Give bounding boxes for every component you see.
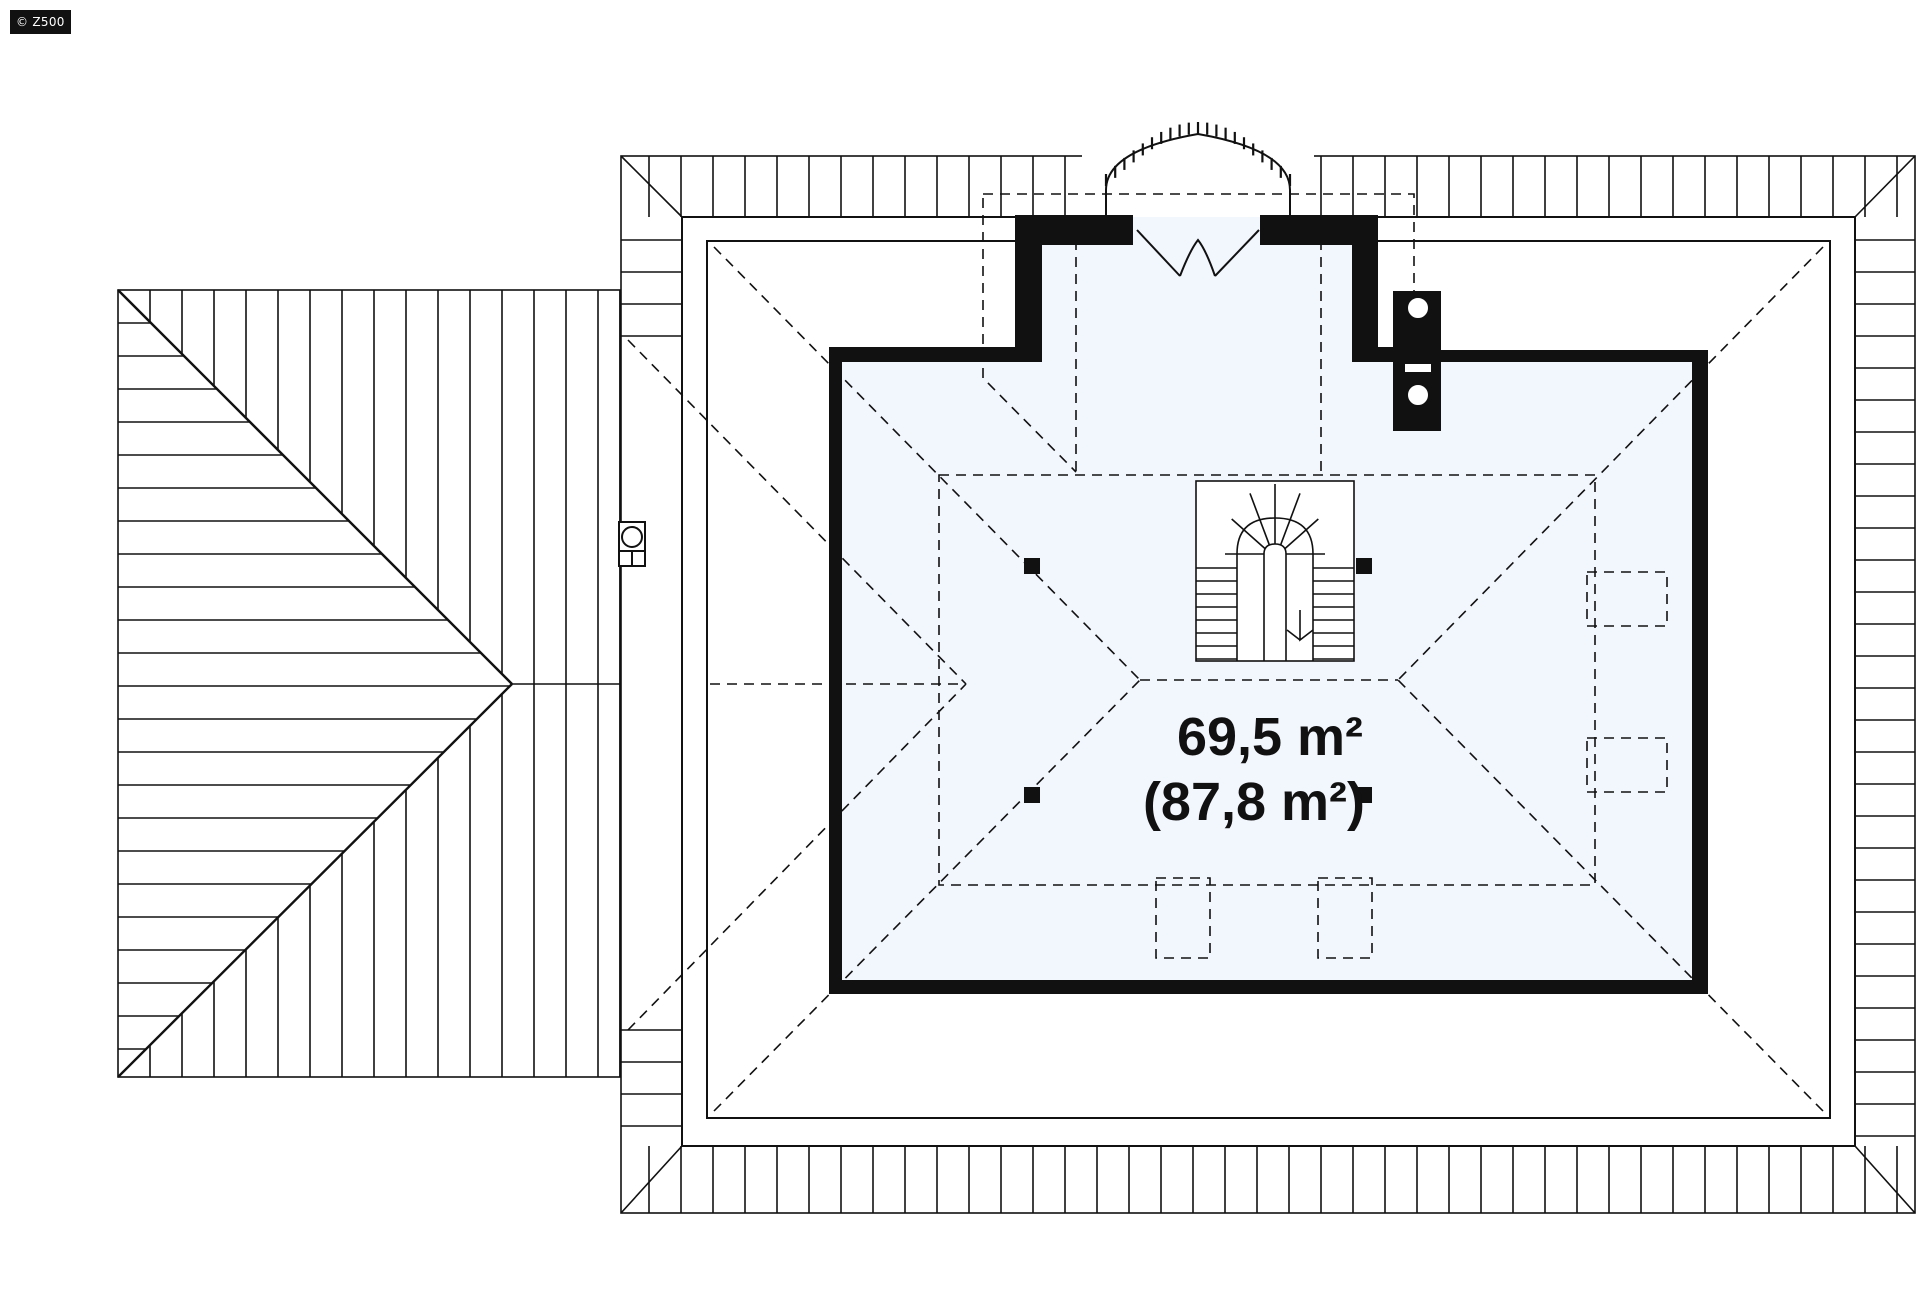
total-area-label: (87,8 m²) (1143, 772, 1365, 832)
balcony-door (1136, 229, 1260, 277)
staircase (1195, 480, 1355, 662)
roof-projection-lines (627, 193, 1824, 1112)
left-wing-horizontal-tiles (118, 322, 509, 1050)
posts (1024, 558, 1372, 803)
copyright-watermark: © Z500 (10, 10, 71, 34)
top-eave-tiles (648, 156, 1898, 217)
left-wing-roof (117, 289, 621, 1078)
chimney (1405, 296, 1431, 407)
dormer-tiles (1104, 122, 1292, 186)
dormer-roof (1082, 122, 1314, 218)
left-chimney (618, 521, 646, 567)
tile-line (1231, 518, 1267, 550)
tile-line (1283, 518, 1319, 550)
right-eave-tiles (1855, 239, 1915, 1137)
left-eave-tiles (621, 239, 682, 1127)
usable-area-label: 69,5 m² (1177, 707, 1363, 767)
